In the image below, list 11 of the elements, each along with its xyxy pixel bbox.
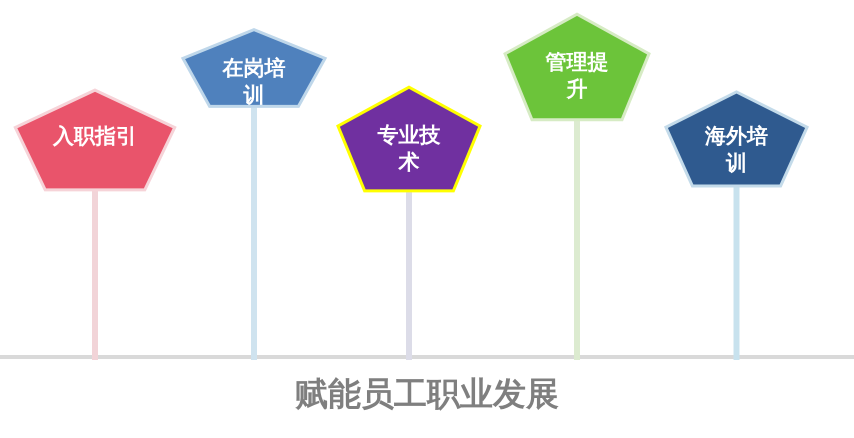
sign-label: 入职指引 (52, 123, 138, 150)
pentagon-sign (663, 90, 810, 188)
sign-label: 管理提升 (544, 49, 610, 104)
pentagon-sign (180, 28, 328, 108)
pentagon-sign (502, 12, 652, 122)
title: 赋能员工职业发展 (294, 373, 560, 415)
pentagon-sign (335, 85, 483, 193)
sign-label: 在岗培训 (221, 55, 286, 110)
pentagon-sign (12, 88, 178, 192)
sign-label: 海外培训 (704, 123, 769, 178)
sign-label: 专业技术 (376, 122, 442, 176)
